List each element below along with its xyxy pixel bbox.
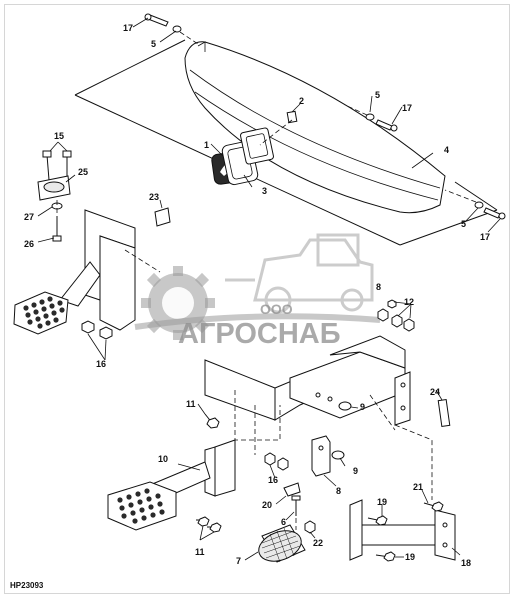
callout-24: 24 [430,387,440,397]
callout-11: 11 [186,399,196,409]
left-upper-step [13,209,161,361]
callout-5: 5 [151,39,156,49]
callout-9: 9 [353,466,358,476]
callout-12: 12 [404,297,414,307]
watermark: ООО АГРОСНАБ [134,233,381,350]
callout-16: 16 [268,475,278,485]
callout-5: 5 [375,90,380,100]
bolt-26 [52,216,62,242]
step-plate-lower [107,481,177,531]
bolts-11-lower [196,516,222,533]
callout-18: 18 [461,558,471,568]
callout-19: 19 [377,497,387,507]
front-panel [184,41,446,214]
reflector-lamp-7 [258,524,306,563]
callout-8: 8 [376,282,381,292]
step-plate-upper [13,291,69,335]
callout-9: 9 [360,402,365,412]
watermark-company: ООО [260,301,293,317]
callout-17: 17 [402,103,412,113]
right-step-arm [349,489,461,562]
screw-17-lower [474,201,506,220]
callout-1: 1 [204,140,209,150]
callout-19: 19 [405,552,415,562]
bolt-21 [423,501,444,512]
callout-15: 15 [54,131,64,141]
bracket-25 [37,175,71,201]
clip-2 [286,110,298,124]
callout-labels: 17 5 5 17 2 1 3 4 5 17 15 25 27 26 23 16… [24,23,490,568]
callout-11: 11 [195,547,205,557]
callout-25: 25 [78,167,88,177]
callout-20: 20 [262,500,272,510]
callout-2: 2 [299,96,304,106]
watermark-combine-harvester-icon [225,233,374,314]
pin-24 [437,399,451,427]
nuts-16-lower [264,452,289,471]
bolt-15 [42,150,72,181]
callout-26: 26 [24,239,34,249]
left-step-mount [37,141,171,243]
screw-17-top [144,13,182,33]
washer-9-lower [331,450,345,460]
callout-23: 23 [149,192,159,202]
grille-badge [240,127,274,165]
callout-22: 22 [313,538,323,548]
nuts-16-upper [81,320,113,340]
lower-left-step [107,403,236,541]
clip-23 [154,207,171,227]
clamp-20 [283,482,301,497]
main-frame [204,335,433,500]
callout-3: 3 [262,186,267,196]
screw-6 [291,495,301,516]
callout-21: 21 [413,482,423,492]
callout-10: 10 [158,454,168,464]
bolt-19-lower [375,551,396,562]
bracket-8-lower [311,435,331,477]
right-hardware [338,299,451,427]
lower-center-hardware [244,435,346,563]
washer-9-upper [338,401,352,411]
callout-16: 16 [96,359,106,369]
screw-17-right [365,113,398,132]
nut-22 [304,520,316,534]
bolt-19-upper [367,515,388,526]
callout-4: 4 [444,145,449,155]
callout-7: 7 [236,556,241,566]
upper-assembly [74,13,506,246]
callout-8: 8 [336,486,341,496]
callout-5: 5 [461,219,466,229]
figure-code: HP23093 [10,581,44,590]
callout-17: 17 [123,23,133,33]
bolts-11-upper [204,413,220,429]
callout-17: 17 [480,232,490,242]
callout-6: 6 [281,517,286,527]
callout-27: 27 [24,212,34,222]
watermark-brand: АГРОСНАБ [178,318,341,350]
